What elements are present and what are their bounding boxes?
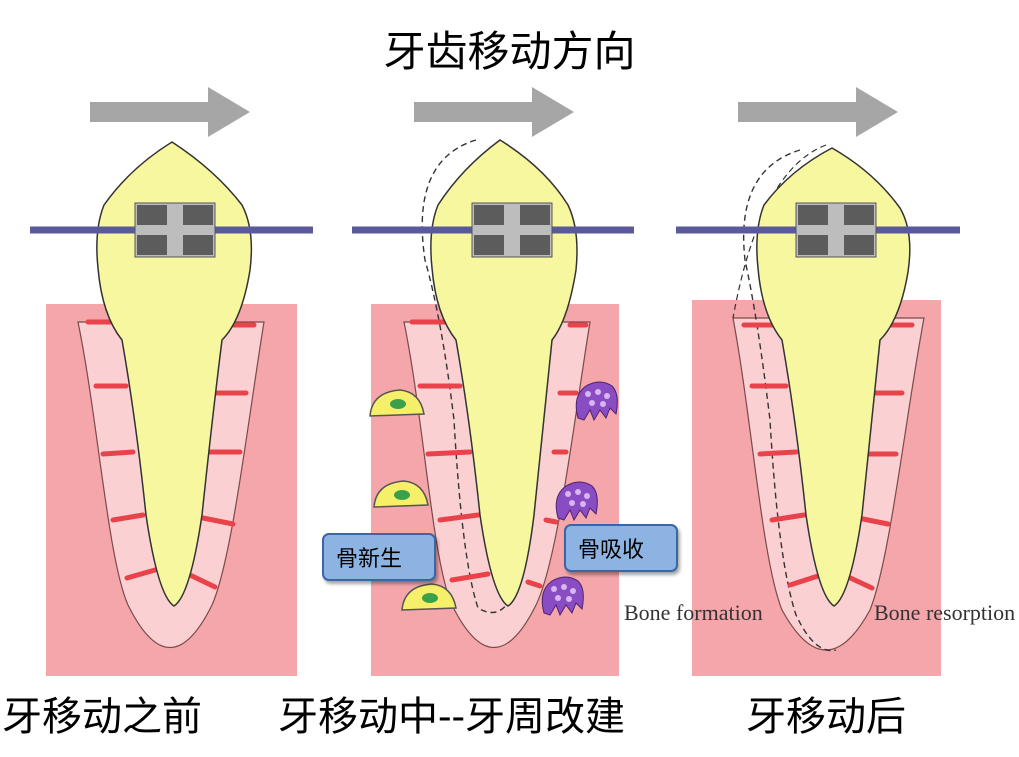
original-tooth-outline bbox=[421, 139, 511, 614]
direction-arrow-icon bbox=[738, 87, 898, 137]
stage-caption-after: 牙移动后 bbox=[746, 694, 906, 740]
bone-resorption-callout: 骨吸收 bbox=[564, 524, 678, 572]
stage-caption-before: 牙移动之前 bbox=[2, 694, 202, 740]
orthodontic-bracket-icon bbox=[134, 202, 216, 258]
stage-during bbox=[352, 87, 634, 676]
stage-after bbox=[676, 87, 960, 676]
direction-arrow-icon bbox=[90, 87, 250, 137]
tooth bbox=[96, 141, 253, 607]
bone-formation-callout: 骨新生 bbox=[322, 533, 436, 581]
ligament-fibers bbox=[741, 322, 915, 591]
stage-caption-during: 牙移动中--牙周改建 bbox=[278, 694, 626, 740]
bone-formation-label: Bone formation bbox=[624, 600, 763, 625]
diagram-title: 牙齿移动方向 bbox=[383, 27, 636, 76]
orthodontic-bracket-icon bbox=[471, 202, 553, 258]
orthodontic-bracket-icon bbox=[795, 202, 877, 258]
stage-before bbox=[30, 87, 313, 676]
ligament-fibers bbox=[409, 319, 589, 589]
ligament-fibers bbox=[85, 319, 257, 590]
tooth bbox=[756, 147, 911, 607]
direction-arrow-icon bbox=[414, 87, 574, 137]
original-tooth-outline bbox=[742, 149, 837, 652]
bone-resorption-label: Bone resorption bbox=[874, 600, 1016, 625]
